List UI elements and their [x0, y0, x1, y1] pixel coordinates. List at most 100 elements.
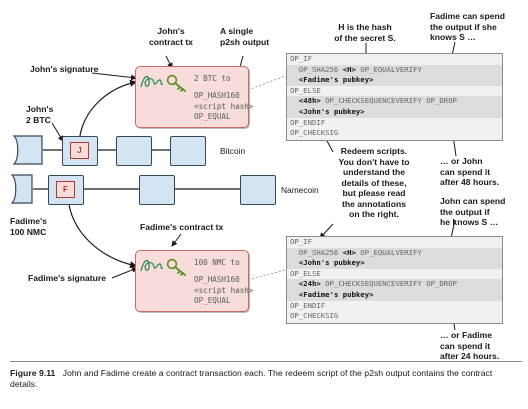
annotation-line: Fadime can spend — [430, 11, 505, 21]
annotation-johns-signature: John's signature — [30, 64, 99, 74]
script-line: OP_IF — [287, 237, 502, 248]
script-value: <Fadime's pubkey> — [298, 75, 374, 85]
script-op — [290, 279, 299, 288]
script-value: <H> — [342, 247, 356, 257]
script-value: <Fadime's pubkey> — [298, 289, 374, 299]
annotation-line: 100 NMC — [10, 226, 47, 237]
figure-caption: Figure 9.11 John and Fadime create a con… — [10, 368, 522, 390]
script-line: <John's pubkey> — [287, 106, 502, 118]
annotation-line: John's — [157, 26, 185, 36]
script-op — [290, 96, 299, 105]
script-op: OP_EQUALVERIFY — [355, 247, 422, 257]
script-op — [290, 75, 299, 84]
script-line: OP_ENDIF — [287, 118, 502, 129]
namecoin-block: F — [48, 175, 84, 205]
annotation-line: he knows S … — [440, 217, 499, 227]
script-value: <H> — [342, 64, 356, 74]
namecoin-chain-earlier-blocks — [10, 174, 33, 204]
annotation-line: John's — [26, 104, 54, 114]
annotation-line: of the secret S. — [334, 32, 396, 43]
script-line: OP_ELSE — [287, 86, 502, 97]
script-op: OP_IF — [290, 54, 312, 63]
redeem-script-fadime: OP_IF OP_SHA256 <H> OP_EQUALVERIFY <John… — [286, 236, 503, 324]
script-op: OP_ENDIF — [290, 117, 326, 127]
annotation-line: Redeem scripts. — [340, 146, 408, 156]
john-coin: J — [70, 142, 89, 159]
figure-caption-text: John and Fadime create a contract transa… — [10, 368, 493, 389]
johns-tx-amount: 2 BTC to — [194, 74, 231, 83]
script-op: OP_ELSE — [290, 85, 321, 95]
annotation-fadimes-100nmc: Fadime's 100 NMC — [10, 216, 60, 237]
script-op: OP_EQUALVERIFY — [355, 64, 422, 74]
script-value: <John's pubkey> — [298, 106, 365, 116]
script-value: <48h> — [298, 96, 321, 106]
annotation-line: after 24 hours. — [440, 351, 500, 361]
fadime-coin: F — [56, 181, 75, 198]
script-line: <48h> OP_CHECKSEQUENCEVERIFY OP_DROP — [287, 96, 502, 107]
annotation-fadimes-signature: Fadime's signature — [28, 273, 106, 283]
script-op — [290, 290, 299, 299]
annotation-line: You don't have to — [338, 156, 410, 167]
annotation-line: … or Fadime — [440, 330, 493, 340]
fadimes-tx-script-line: OP_HASH160 — [194, 275, 240, 284]
script-line: <John's pubkey> — [287, 258, 502, 269]
annotation-h-hash: H is the hash of the secret S. — [326, 22, 404, 43]
script-line: OP_IF — [287, 54, 502, 65]
script-line: <Fadime's pubkey> — [287, 75, 502, 86]
script-op: OP_SHA256 — [290, 247, 343, 257]
script-value: <John's pubkey> — [298, 258, 365, 268]
annotation-single-p2sh: A single p2sh output — [220, 26, 282, 47]
annotation-line: A single — [220, 26, 254, 36]
bitcoin-block — [116, 136, 152, 166]
redeem-script-john: OP_IF OP_SHA256 <H> OP_EQUALVERIFY <Fadi… — [286, 53, 503, 141]
annotation-johns-2btc: John's 2 BTC — [26, 104, 66, 125]
script-op: OP_CHECKSEQUENCEVERIFY OP_DROP — [320, 96, 457, 106]
annotation-line: John can spend — [440, 196, 506, 206]
johns-signature-icon — [140, 74, 186, 92]
annotation-line: details of these, — [341, 177, 407, 188]
fadimes-tx-script-line: <script hash> — [194, 285, 254, 295]
annotation-line: H is the hash — [338, 22, 392, 32]
bitcoin-block: J — [62, 136, 98, 166]
annotation-line: on the right. — [349, 209, 399, 219]
annotation-line: contract tx — [149, 36, 193, 47]
namecoin-block — [139, 175, 175, 205]
johns-tx-script-line: OP_HASH160 — [194, 91, 240, 100]
bitcoin-chain-earlier-blocks — [12, 135, 43, 165]
annotation-line: can spend it — [440, 166, 491, 177]
johns-contract-tx: 2 BTC to OP_HASH160 <script hash> OP_EQU… — [135, 66, 253, 128]
annotation-john-can-spend: John can spend the output if he knows S … — [440, 196, 524, 228]
script-line: OP_ELSE — [287, 269, 502, 280]
script-op — [290, 258, 299, 267]
annotation-fadime-24h: … or Fadime can spend it after 24 hours. — [440, 330, 524, 362]
namecoin-chain-label: Namecoin — [281, 185, 319, 195]
annotation-line: but please read — [342, 188, 406, 198]
script-op: OP_CHECKSIG — [290, 128, 339, 138]
script-value: <24h> — [298, 279, 321, 289]
script-line: <24h> OP_CHECKSEQUENCEVERIFY OP_DROP — [287, 279, 502, 290]
annotation-line: the output if she — [430, 21, 497, 32]
johns-tx-script-line: <script hash> — [194, 101, 254, 111]
annotation-redeem-scripts: Redeem scripts. You don't have to unders… — [333, 146, 415, 220]
script-op — [290, 107, 299, 116]
script-op: OP_CHECKSIG — [290, 311, 339, 321]
annotation-line: understand the — [342, 167, 406, 177]
namecoin-block — [240, 175, 276, 205]
script-line: <Fadime's pubkey> — [287, 289, 502, 301]
annotation-line: the annotations — [342, 198, 406, 209]
caption-rule — [10, 361, 522, 362]
script-op: OP_ELSE — [290, 268, 321, 278]
annotation-line: 2 BTC — [26, 114, 51, 125]
script-op: OP_IF — [290, 237, 312, 246]
fadimes-tx-amount: 100 NMC to — [194, 258, 240, 267]
annotation-john-48h: … or John can spend it after 48 hours. — [440, 156, 524, 188]
fadimes-contract-tx: 100 NMC to OP_HASH160 <script hash> OP_E… — [135, 250, 253, 312]
annotation-line: can spend it — [440, 340, 491, 351]
script-line: OP_SHA256 <H> OP_EQUALVERIFY — [287, 247, 502, 259]
bitcoin-chain-label: Bitcoin — [220, 146, 246, 156]
bitcoin-block — [170, 136, 206, 166]
annotation-johns-contract-tx: John's contract tx — [146, 26, 196, 47]
annotation-line: Fadime's — [10, 216, 47, 226]
annotation-line: the output if — [440, 206, 490, 217]
annotation-line: … or John — [440, 156, 483, 166]
